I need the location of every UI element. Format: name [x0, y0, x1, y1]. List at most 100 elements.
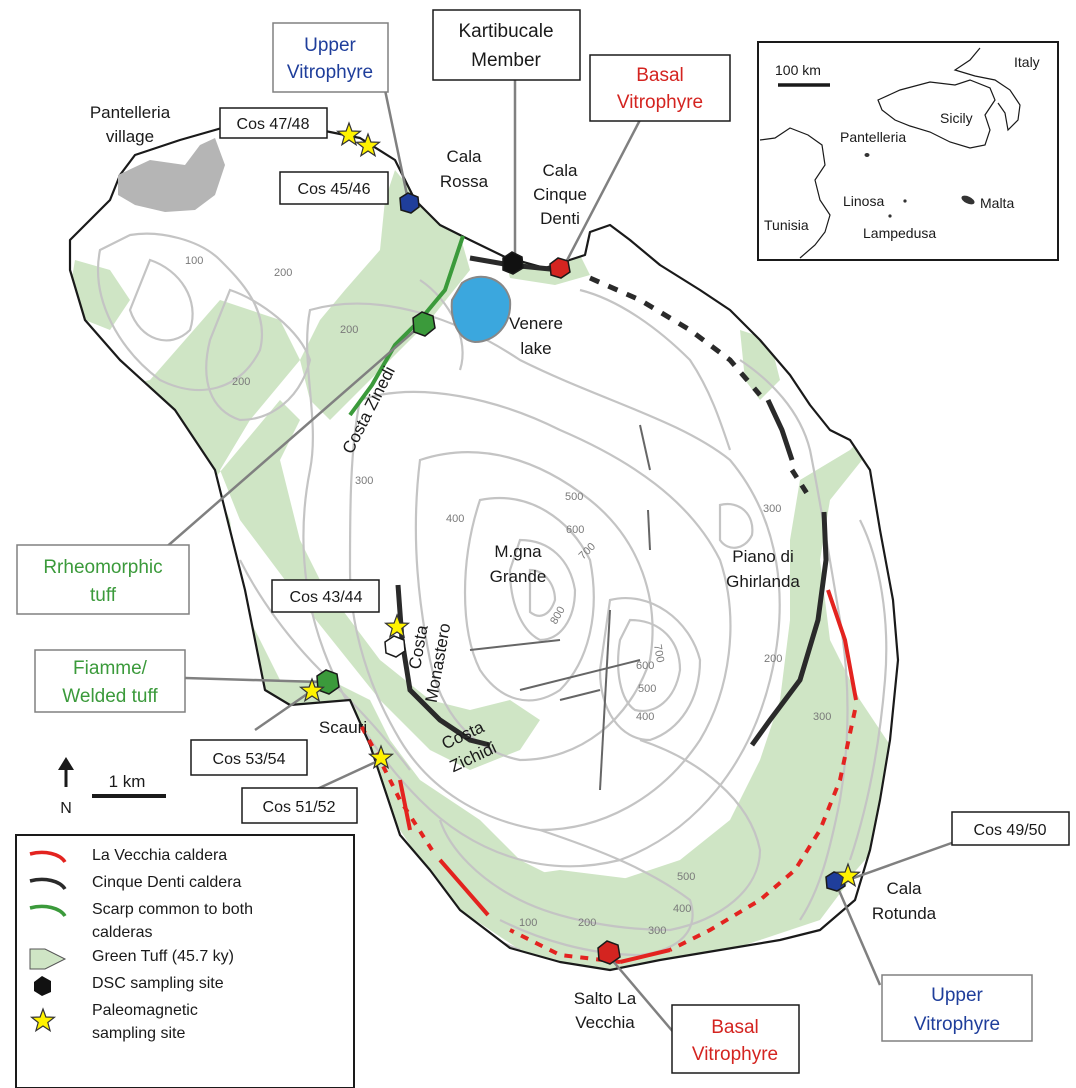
cinque-denti-northeast-dashed	[588, 275, 762, 397]
inset-pantelleria-dot	[864, 153, 870, 157]
label-scauri: Scauri	[319, 718, 367, 737]
inset-frame	[757, 41, 1059, 261]
legend-symbol-black-line	[29, 877, 67, 891]
inset-scale-label: 100 km	[775, 62, 821, 78]
green-tuff-west-belt	[70, 300, 898, 970]
contour-lines	[97, 232, 888, 957]
fault-line	[647, 509, 651, 551]
la-vecchia-west	[398, 779, 412, 831]
legend-item-green-area: Green Tuff (45.7 ky)	[29, 948, 234, 970]
contour-line	[508, 538, 577, 642]
leader-cos53	[254, 690, 311, 732]
contour-label: 600	[566, 524, 584, 536]
legend-text: Scarp common to both	[92, 901, 253, 918]
contour-label: 700	[651, 643, 666, 663]
text-cos-51-52: Cos 51/52	[263, 799, 336, 816]
contour-label: 600	[636, 660, 654, 672]
green-tuff-south	[480, 820, 850, 965]
contour-label: 200	[578, 917, 596, 929]
star-cos-47-48-b[interactable]	[354, 132, 382, 158]
kartibucale-site[interactable]	[502, 251, 524, 275]
leader-lines	[139, 80, 961, 1041]
contour-line	[438, 738, 762, 932]
green-tuff-north	[300, 170, 470, 420]
la-vecchia-south	[619, 948, 671, 964]
contour-line	[97, 232, 263, 392]
star-cos-43-44[interactable]	[383, 613, 411, 639]
contour-label: 300	[648, 925, 666, 937]
basal-vitrophyre-site-north[interactable]	[549, 257, 571, 279]
legend-frame	[15, 834, 355, 1088]
box-cos-45-46	[279, 171, 389, 205]
inset-lampedusa-dot	[888, 214, 892, 218]
basal-vitrophyre-site-south[interactable]	[597, 940, 621, 965]
cinque-denti-ghirlanda	[749, 511, 829, 747]
cinque-denti-east-dashed	[789, 468, 811, 497]
legend-item-black-hexagon: DSC sampling site	[34, 975, 224, 996]
la-vecchia-east-dashed	[669, 709, 857, 952]
la-vecchia-southwest-dashed	[356, 719, 434, 852]
leader-upper-vitrophyre-bottom	[836, 887, 882, 986]
leader-basal-bottom	[611, 959, 681, 1041]
legend-text: La Vecchia caldera	[92, 847, 227, 864]
star-cos-51-52[interactable]	[367, 744, 395, 770]
contour-label: 200	[232, 376, 250, 388]
cinque-denti-east	[765, 398, 795, 461]
contour-line	[617, 618, 682, 713]
upper-vitrophyre-site-north[interactable]	[399, 192, 420, 214]
contour-label: 500	[677, 871, 695, 883]
box-cos-47-48	[219, 107, 328, 139]
inset-sicily	[877, 79, 996, 149]
monastero-site[interactable]	[384, 635, 406, 658]
text-cos-49-50: Cos 49/50	[974, 822, 1047, 839]
inset-label-lampedusa: Lampedusa	[863, 225, 936, 241]
contour-label: 100	[519, 917, 537, 929]
legend-text: Paleomagnetic	[92, 1002, 198, 1019]
contour-label: 500	[638, 683, 656, 695]
contour-line	[499, 828, 694, 957]
legend-text: DSC sampling site	[92, 975, 224, 992]
inset-italy-coast	[953, 47, 1021, 132]
contour-label: 500	[565, 491, 583, 503]
box-cos-53-54	[190, 739, 308, 776]
inset-label-italy: Italy	[1014, 54, 1040, 70]
legend-symbol-green-line	[29, 904, 67, 918]
fault-line	[469, 639, 561, 651]
box-rheomorphic	[16, 544, 190, 615]
contour-line	[848, 519, 888, 861]
paleomagnetic-sites	[298, 121, 862, 888]
star-cos-47-48-a[interactable]	[335, 121, 363, 147]
la-vecchia-southwest	[438, 858, 490, 917]
star-cos-49-50[interactable]	[834, 862, 862, 888]
inset-label-pantelleria: Pantelleria	[840, 129, 906, 145]
contour-line	[463, 497, 595, 702]
star-cos-53-54[interactable]	[298, 677, 326, 703]
contour-labels: 100 200 200 200 300 400 500 600 700 800 …	[185, 255, 831, 937]
leader-upper-vitrophyre-top	[383, 89, 410, 201]
contour-label: 200	[274, 267, 292, 279]
contour-line	[579, 288, 732, 451]
leader-rheomorphic	[139, 325, 421, 571]
box-cos-51-52	[241, 787, 358, 824]
contour-line	[528, 568, 557, 617]
fault-line	[519, 659, 641, 691]
sample-labels: Cos 47/48 Cos 45/46 Cos 43/44 Cos 53/54 …	[190, 107, 1070, 846]
la-vecchia-northeast	[826, 589, 858, 701]
contour-line	[239, 559, 411, 771]
rheomorphic-site[interactable]	[412, 311, 436, 337]
sampling-sites	[316, 192, 846, 965]
box-basal-vitrophyre-top	[589, 54, 731, 122]
leader-cos51	[314, 758, 381, 792]
box-cos-43-44	[271, 579, 380, 613]
